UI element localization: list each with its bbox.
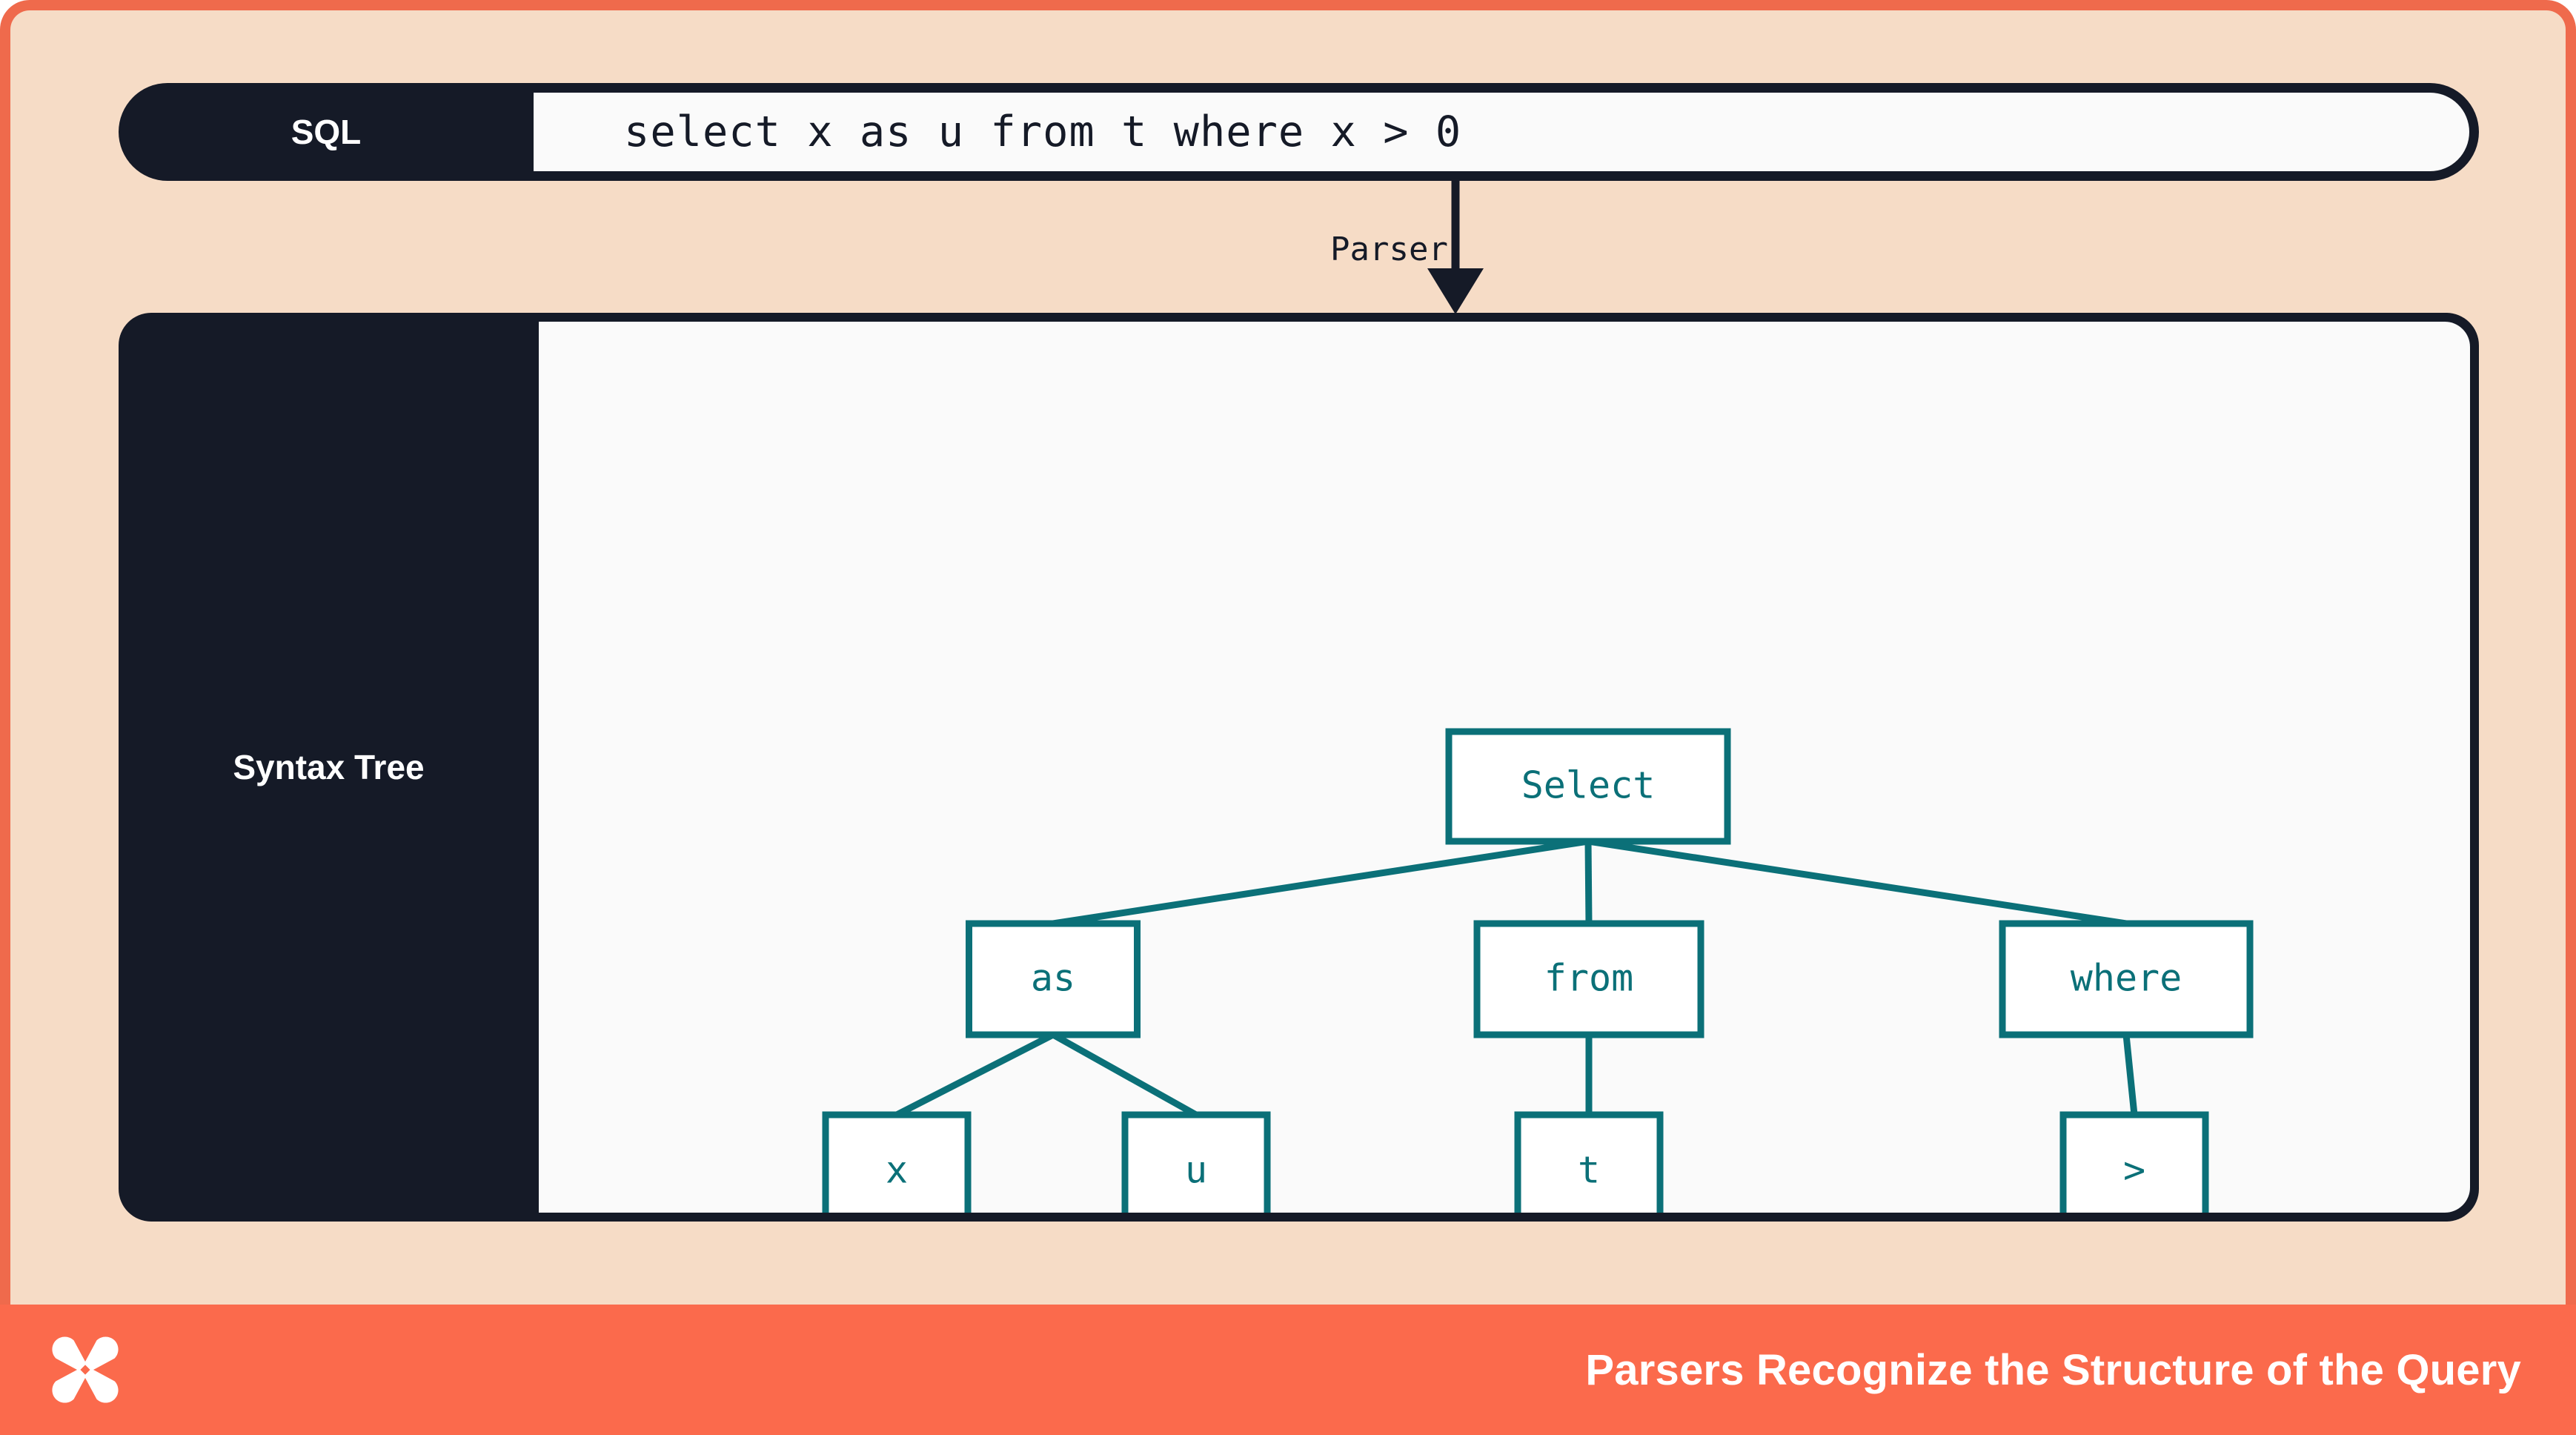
tree-node-box [2059,1111,2209,1213]
tree-node-box [1999,920,2254,1038]
tree-node-label: u [1185,1149,1207,1192]
tree-node-label: as [1031,957,1075,1000]
tree-node-label: from [1544,957,1633,1000]
sql-row: SQL select x as u from t where x > 0 [119,83,2479,181]
syntax-tree-panel-label: Syntax Tree [233,748,425,786]
arrow-down-icon [1427,181,1484,314]
tree-node-label: Select [1521,764,1656,807]
tree-node[interactable]: > [2059,1111,2209,1213]
tree-node[interactable]: from [1473,920,1704,1038]
tree-edge [1051,1032,1198,1118]
tree-node-box [1121,1111,1271,1213]
tree-node[interactable]: x [822,1111,972,1213]
diagram-stage: SQL select x as u from t where x > 0 Par… [0,0,2576,1305]
tree-node-box [822,1111,972,1213]
tree-node[interactable]: Select [1445,728,1731,845]
tree-node-box [1473,920,1704,1038]
tree-edge [1584,841,1593,924]
tree-node-label: x [886,1149,908,1192]
tree-node[interactable]: as [966,920,1141,1038]
tree-node[interactable]: t [1514,1111,1664,1213]
tree-node-label: t [1578,1149,1600,1192]
tree-node-label: > [2123,1149,2145,1192]
sql-query-field[interactable]: select x as u from t where x > 0 [534,93,2469,171]
footer-bar: Parsers Recognize the Structure of the Q… [0,1305,2576,1435]
tree-node-box [1514,1111,1664,1213]
parser-step-label: Parser [1330,231,1448,268]
sql-query-text: select x as u from t where x > 0 [624,107,1462,156]
tree-edge [894,1031,1055,1118]
tree-node[interactable]: where [1999,920,2254,1038]
tree-node[interactable]: u [1121,1111,1271,1213]
butterfly-x-logo-icon [44,1329,126,1411]
tree-node-box [1445,728,1731,845]
tree-edge [1052,838,1589,927]
tree-node-label: where [2071,957,2182,1000]
tree-node-box [966,920,1141,1038]
tree-edge [2122,1034,2138,1116]
footer-caption: Parsers Recognize the Structure of the Q… [1585,1345,2521,1394]
sql-row-label: SQL [291,113,362,151]
tree-edge [1587,838,2127,927]
